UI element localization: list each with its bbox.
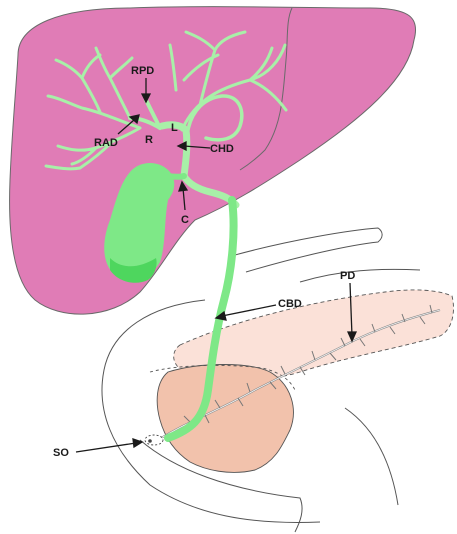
label-r: R xyxy=(145,134,153,146)
label-rpd: RPD xyxy=(131,65,154,77)
arrow-so xyxy=(76,439,142,452)
label-l: L xyxy=(171,122,178,134)
sphincter-of-oddi xyxy=(145,435,163,445)
stomach-contour xyxy=(235,228,382,272)
pancreas-upper-contour xyxy=(300,269,420,282)
abdominal-wall-contour xyxy=(345,408,398,505)
label-pd: PD xyxy=(340,270,355,282)
label-chd: CHD xyxy=(210,143,234,155)
sphincter-ellipse xyxy=(145,435,163,445)
label-c: C xyxy=(181,214,189,226)
label-cbd: CBD xyxy=(278,298,302,310)
label-so: SO xyxy=(53,447,69,459)
sphincter-orifice xyxy=(148,439,152,443)
label-rad: RAD xyxy=(94,137,118,149)
